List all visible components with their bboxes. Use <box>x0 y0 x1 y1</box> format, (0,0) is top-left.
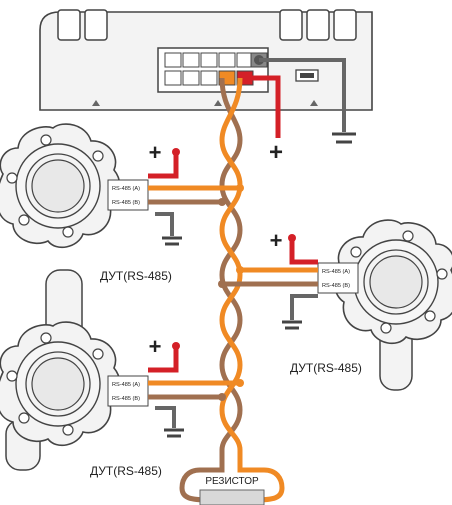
sensor-1-name-label: ДУТ(RS-485) <box>100 269 172 283</box>
sensor-1: RS-485 (A) RS-485 (B) + ДУТ(RS-485) <box>0 123 240 351</box>
sensor-1-rs-a-label: RS-485 (A) <box>112 186 140 192</box>
rs485-twisted-pair <box>179 77 285 503</box>
sensor-3-terminal-box <box>107 375 149 407</box>
sensor-3-plus: + <box>149 334 162 359</box>
sensor-3-name-label: ДУТ(RS-485) <box>90 464 162 478</box>
device-power-plus: + <box>269 139 283 166</box>
resistor-label: РЕЗИСТОР <box>205 476 259 487</box>
device-ground-symbol <box>332 132 356 144</box>
sensor-1-power-wire <box>148 152 179 179</box>
sensor-2: RS-485 (A) RS-485 (B) + ДУТ(RS-485) <box>222 219 452 391</box>
sensor-3-ground-wire <box>155 406 176 428</box>
device-power-wire <box>246 75 281 138</box>
sensor-3-power-wire <box>148 346 179 373</box>
sensor-3-rs-b-label: RS-485 (B) <box>112 396 140 402</box>
sensor-2-name-label: ДУТ(RS-485) <box>290 361 362 375</box>
sensor-2-rs-a-label: RS-485 (A) <box>322 269 350 275</box>
terminal-device <box>39 9 373 111</box>
sensor-1-plus: + <box>149 140 162 165</box>
sensor-3-rs-a-label: RS-485 (A) <box>112 382 140 388</box>
sensor-2-rs-b-label: RS-485 (B) <box>322 283 350 289</box>
sensor-1-rs-b-label: RS-485 (B) <box>112 200 140 206</box>
sensor-2-power-wire <box>289 238 318 265</box>
sensor-2-terminal-box <box>317 262 359 294</box>
sensor-2-plus: + <box>270 228 283 253</box>
sensor-1-ground-wire <box>155 212 174 236</box>
sensor-1-terminal-box <box>107 179 149 211</box>
sensor-2-ground-wire <box>290 294 318 320</box>
sensor-3: RS-485 (A) RS-485 (B) + ДУТ(RS-485) <box>0 321 240 478</box>
resistor: РЕЗИСТОР <box>199 476 265 505</box>
device-ground-wire <box>259 58 346 132</box>
